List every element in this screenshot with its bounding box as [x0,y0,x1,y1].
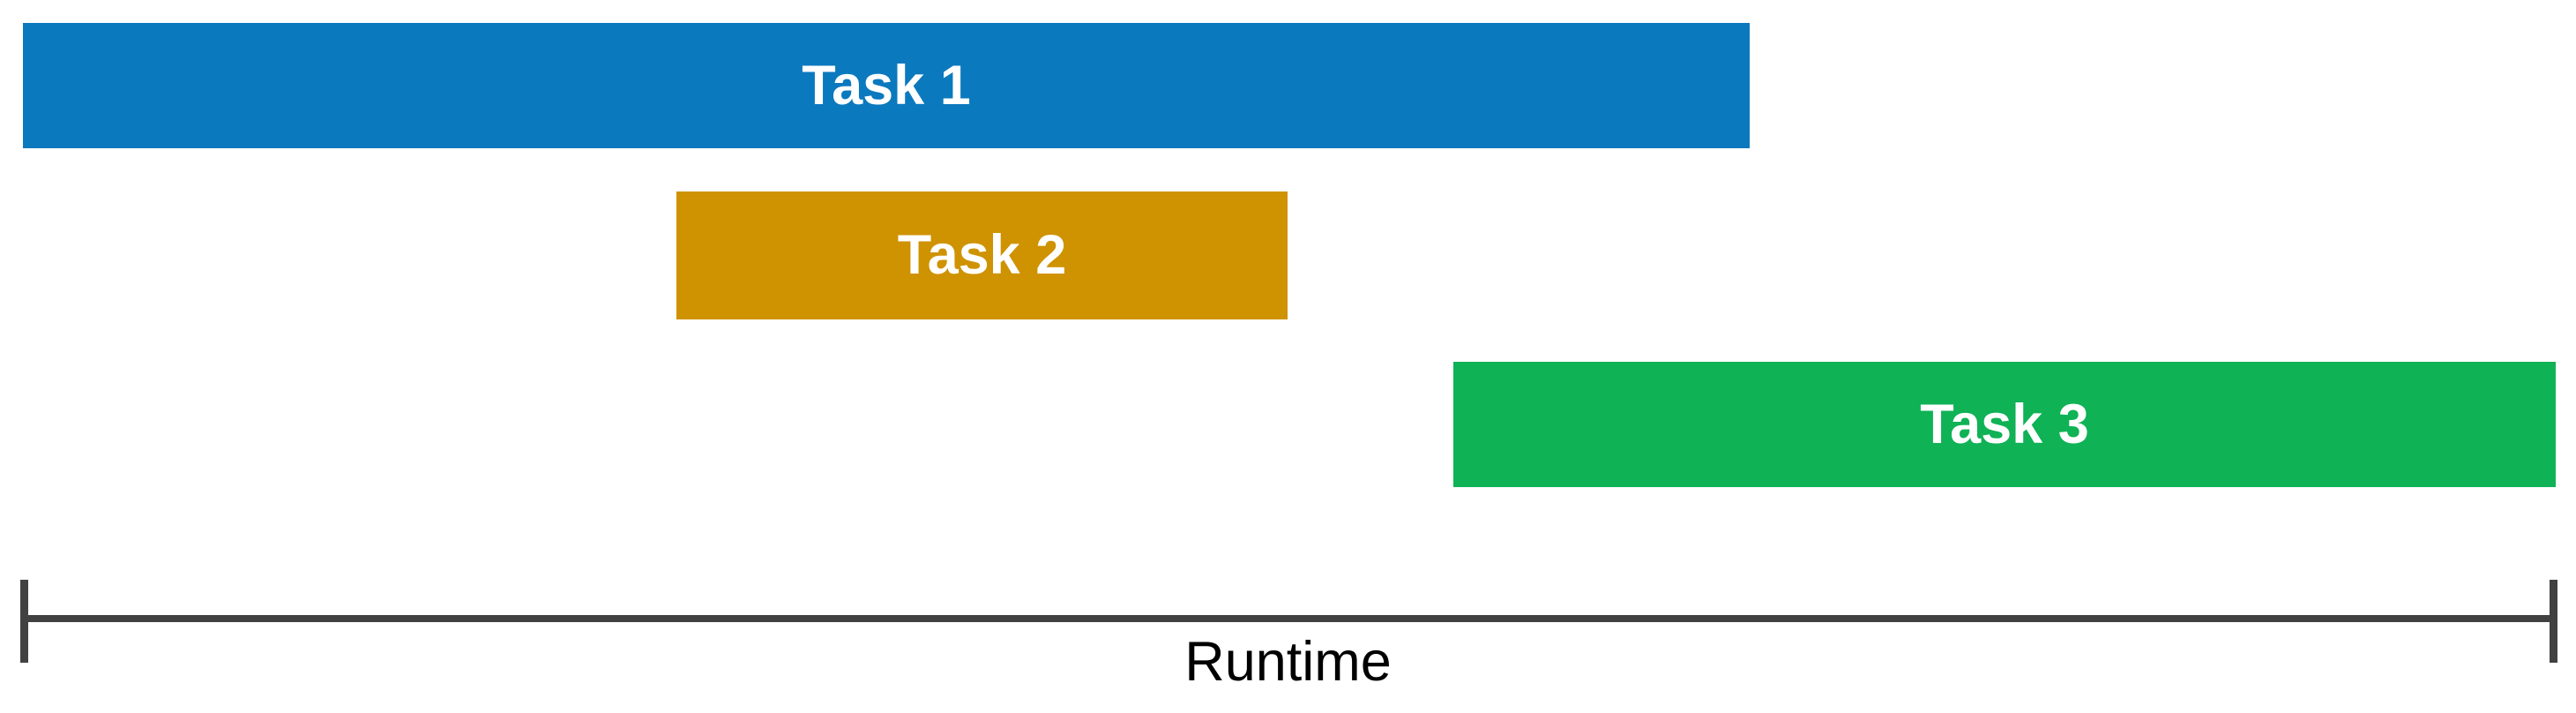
axis-line [23,615,2557,622]
task-bar-task-2[interactable]: Task 2 [676,191,1288,319]
axis-title-label: Runtime [1184,631,1392,693]
axis-tick-start [20,580,28,663]
axis-title: Runtime [0,630,2576,694]
task-bar-label-task-3: Task 3 [1920,393,2089,455]
task-bar-label-task-2: Task 2 [897,224,1067,286]
axis-tick-end [2550,580,2557,663]
task-bar-task-1[interactable]: Task 1 [23,23,1750,148]
task-bar-task-3[interactable]: Task 3 [1453,362,2556,487]
task-bar-label-task-1: Task 1 [802,54,971,116]
